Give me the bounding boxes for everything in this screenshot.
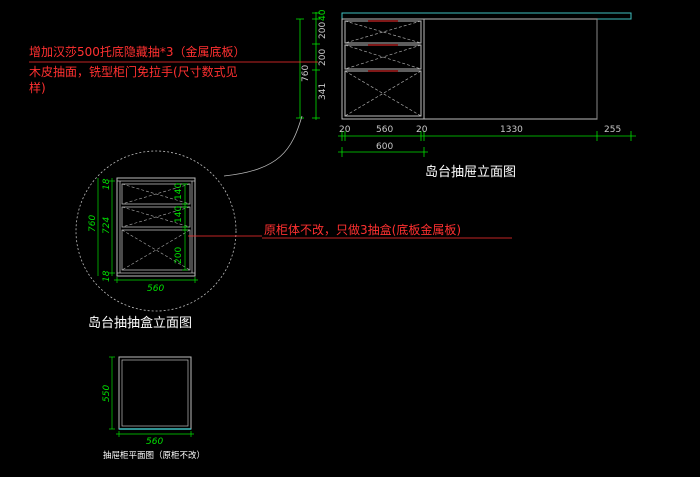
dim-v-200b: 200 (318, 49, 328, 66)
note-line-1: 增加汉莎500托底隐藏抽*3（金属底板） (29, 44, 246, 59)
title-plan: 抽屉柜平面图（原柜不改） (103, 450, 205, 461)
note-line-3: 样) (29, 80, 46, 95)
plan-dims (109, 356, 194, 437)
dim-h-600: 600 (376, 142, 393, 152)
dim-v-760: 760 (301, 65, 311, 82)
countertop (341, 12, 632, 20)
plan-outline (118, 356, 192, 430)
dim-box-18-top: 18 (102, 178, 112, 190)
note-line-2: 木皮抽面，铣型柜门免拉手(尺寸数式见 (29, 64, 238, 79)
dim-h-20a: 20 (339, 125, 351, 135)
title-drawer-box: 岛台抽抽盒立面图 (88, 315, 192, 331)
drawer-handle-marks (368, 20, 398, 72)
note-middle: 原柜体不改，只做3抽盒(底板金属板) (264, 222, 461, 237)
dim-h-1330: 1330 (500, 125, 523, 135)
elevation-vertical-dims (296, 12, 320, 120)
dim-plan-560: 560 (146, 437, 163, 447)
plan-view: 550 560 抽屉柜平面图（原柜不改） (102, 356, 205, 461)
elevation-horizontal-dims (338, 131, 636, 157)
dim-h-20b: 20 (416, 125, 428, 135)
dim-v-341: 341 (318, 83, 328, 100)
drawer-box-right-dims (182, 183, 188, 271)
dim-box-760: 760 (88, 215, 98, 232)
drawer-box-outline (116, 177, 196, 277)
drawer-box-rows (121, 183, 191, 271)
island-elevation: 40 200 200 760 341 20 560 20 1330 255 60… (296, 9, 636, 180)
dim-box-200: 200 (174, 247, 184, 264)
drawer-dashed-diagonals (344, 20, 422, 117)
top-notes: 增加汉莎500托底隐藏抽*3（金属底板） 木皮抽面，铣型柜门免拉手(尺寸数式见 … (29, 44, 318, 95)
dim-box-18-bottom: 18 (102, 270, 112, 282)
drawer-box-detail: 18 760 724 18 140 140 200 560 原柜体不改，只做3抽… (75, 150, 512, 331)
elevation-drawers (344, 20, 422, 117)
dim-h-255: 255 (604, 125, 621, 135)
title-elevation: 岛台抽屉立面图 (425, 164, 516, 180)
drawer-box-bottom-dim (114, 277, 198, 283)
dim-v-200a: 200 (318, 22, 328, 39)
plan-inner (121, 359, 189, 427)
drawer-box-diagonals (121, 183, 191, 271)
dim-h-560: 560 (376, 125, 393, 135)
dim-plan-550: 550 (102, 385, 112, 402)
detail-circle (75, 150, 237, 312)
dim-box-140a: 140 (174, 183, 184, 200)
dim-box-560: 560 (147, 284, 164, 294)
dim-box-140b: 140 (174, 206, 184, 223)
detail-leader-curve (223, 115, 303, 177)
dim-box-724: 724 (102, 217, 112, 234)
dim-v-40: 40 (318, 9, 328, 21)
drawer-box-left-dims (97, 178, 115, 276)
